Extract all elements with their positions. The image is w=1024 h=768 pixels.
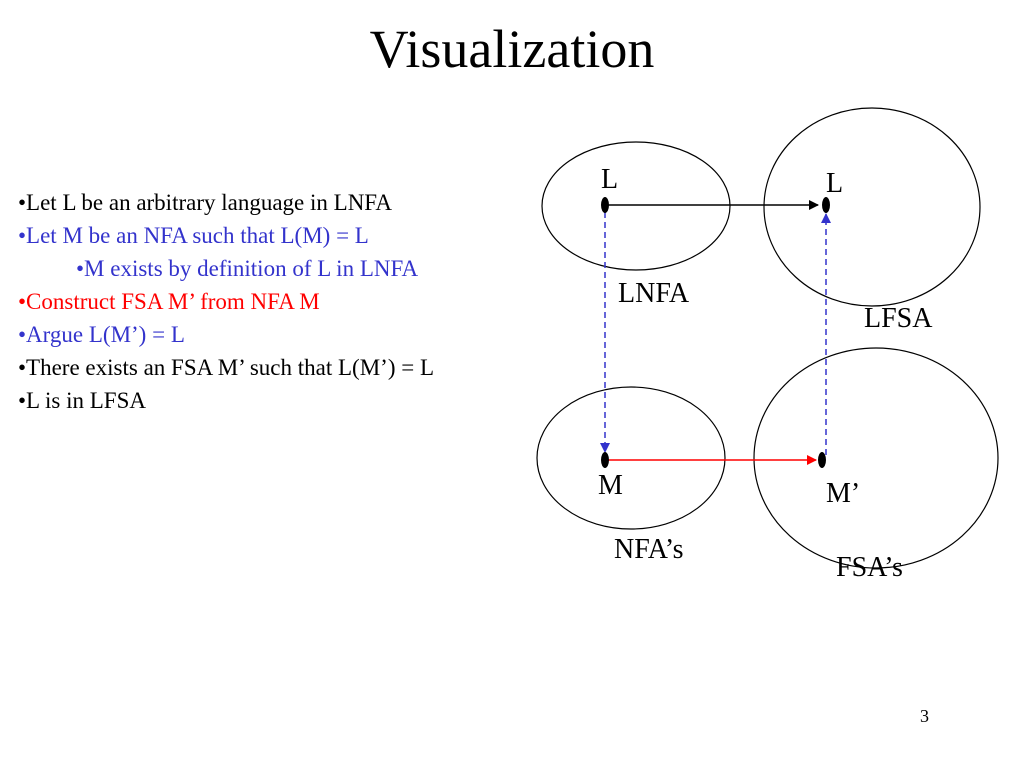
bullet-item: •Construct FSA M’ from NFA M (18, 289, 320, 314)
label-lnfa: LNFA (618, 278, 690, 309)
page-number: 3 (920, 706, 929, 726)
label-m-prime: M’ (826, 478, 860, 509)
point-m-prime (818, 452, 826, 468)
bullet-list: •Let L be an arbitrary language in LNFA … (18, 186, 518, 417)
point-l-lnfa (601, 197, 609, 213)
bullet-item: •Let M be an NFA such that L(M) = L (18, 223, 369, 248)
label-l-lfsa: L (826, 168, 843, 199)
label-fsas: FSA’s (836, 552, 903, 583)
bullet-item: •M exists by definition of L in LNFA (76, 256, 419, 281)
label-lfsa: LFSA (864, 303, 933, 334)
bullet-item: •Argue L(M’) = L (18, 322, 185, 347)
slide-title: Visualization (369, 19, 655, 79)
label-m: M (598, 470, 623, 501)
bullet-item: •L is in LFSA (18, 388, 146, 413)
point-l-lfsa (822, 197, 830, 213)
point-m (601, 452, 609, 468)
lnfa-set-ellipse (541, 141, 731, 271)
lfsa-set-ellipse (763, 107, 981, 307)
bullet-item: •Let L be an arbitrary language in LNFA (18, 190, 392, 215)
fsa-set-ellipse (753, 347, 999, 569)
label-l-lnfa: L (601, 164, 618, 195)
nfa-set-ellipse (536, 386, 726, 530)
label-nfas: NFA’s (614, 534, 684, 565)
bullet-item: •There exists an FSA M’ such that L(M’) … (18, 355, 434, 380)
